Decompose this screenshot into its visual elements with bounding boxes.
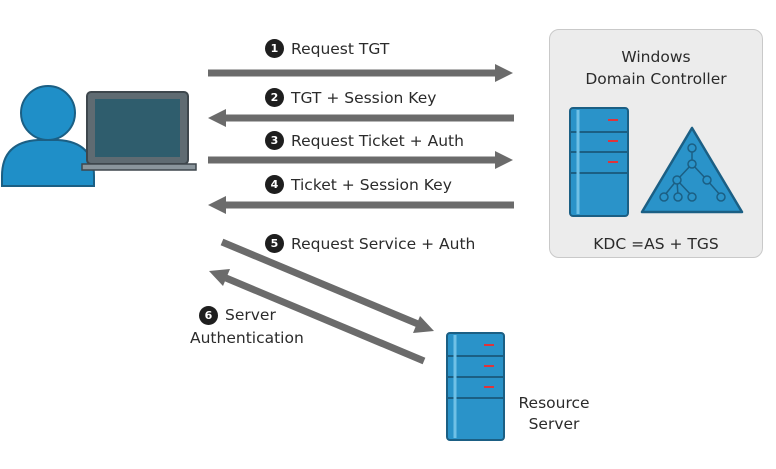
arrow-step-5 — [220, 238, 434, 333]
step-1-label: 1 Request TGT — [265, 39, 389, 58]
dc-title-line2: Domain Controller — [585, 70, 727, 88]
resource-label-line1: Resource — [518, 394, 590, 412]
step-5-text: Request Service + Auth — [291, 234, 476, 253]
step-4-badge: 4 — [265, 175, 284, 194]
arrow-step-6 — [209, 269, 426, 365]
step-5-label: 5 Request Service + Auth — [265, 234, 475, 253]
arrow-step-3 — [208, 151, 513, 169]
step-2-label: 2 TGT + Session Key — [265, 88, 436, 107]
resource-label-line2: Server — [528, 415, 580, 433]
resource-server-label: Resource Server — [504, 393, 604, 435]
step-6-text-line1: Server — [225, 306, 276, 324]
step-6-badge: 6 — [199, 306, 218, 325]
step-2-badge: 2 — [265, 88, 284, 107]
dc-title-line1: Windows — [621, 48, 691, 66]
arrow-step-4 — [208, 196, 514, 214]
step-3-badge: 3 — [265, 131, 284, 150]
server-icon — [569, 107, 629, 217]
arrow-step-1 — [208, 64, 513, 82]
step-6-text-line2: Authentication — [190, 329, 304, 347]
step-3-text: Request Ticket + Auth — [291, 131, 464, 150]
step-1-badge: 1 — [265, 39, 284, 58]
directory-tree-icon — [640, 126, 744, 214]
resource-server-icon — [446, 332, 505, 441]
step-4-label: 4 Ticket + Session Key — [265, 175, 452, 194]
domain-controller-title: Windows Domain Controller — [550, 46, 762, 90]
step-1-text: Request TGT — [291, 39, 390, 58]
kdc-label: KDC =AS + TGS — [593, 235, 719, 253]
laptop-icon — [81, 91, 197, 171]
step-2-text: TGT + Session Key — [291, 88, 437, 107]
arrow-step-2 — [208, 109, 514, 127]
step-6-label: 6 Server Authentication — [190, 304, 304, 350]
user-icon — [1, 85, 95, 187]
step-5-badge: 5 — [265, 234, 284, 253]
step-3-label: 3 Request Ticket + Auth — [265, 131, 464, 150]
step-4-text: Ticket + Session Key — [291, 175, 452, 194]
